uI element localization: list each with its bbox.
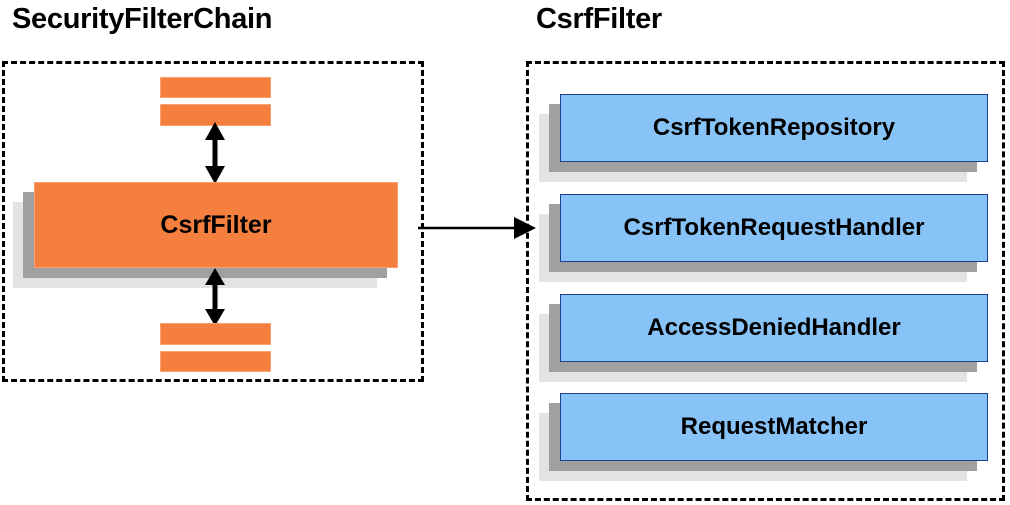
collaborator-card-label: CsrfTokenRepository (560, 94, 988, 162)
filter-stub-above-1 (160, 77, 271, 98)
collaborator-card[interactable]: RequestMatcher (539, 393, 988, 481)
collaborator-card[interactable]: CsrfTokenRepository (539, 94, 988, 182)
filter-stub-below-1 (160, 323, 271, 345)
collaborator-card-label: RequestMatcher (560, 393, 988, 461)
filter-stub-below-2 (160, 351, 271, 372)
csrffilter-detail-group (526, 61, 1005, 501)
collaborator-card-label: CsrfTokenRequestHandler (560, 194, 988, 262)
collaborator-card-label: AccessDeniedHandler (560, 294, 988, 362)
csrffilter-card-label: CsrfFilter (34, 182, 398, 268)
collaborator-card[interactable]: AccessDeniedHandler (539, 294, 988, 382)
arrow-csrffilter-to-detail (418, 217, 536, 239)
arrow-vertical-top (205, 122, 225, 184)
csrffilter-card[interactable]: CsrfFilter (13, 182, 398, 288)
left-panel-title: SecurityFilterChain (12, 3, 273, 35)
collaborator-card[interactable]: CsrfTokenRequestHandler (539, 194, 988, 282)
right-panel-title: CsrfFilter (536, 3, 662, 35)
security-filter-chain-group (2, 61, 424, 382)
arrow-vertical-bottom (205, 268, 225, 326)
